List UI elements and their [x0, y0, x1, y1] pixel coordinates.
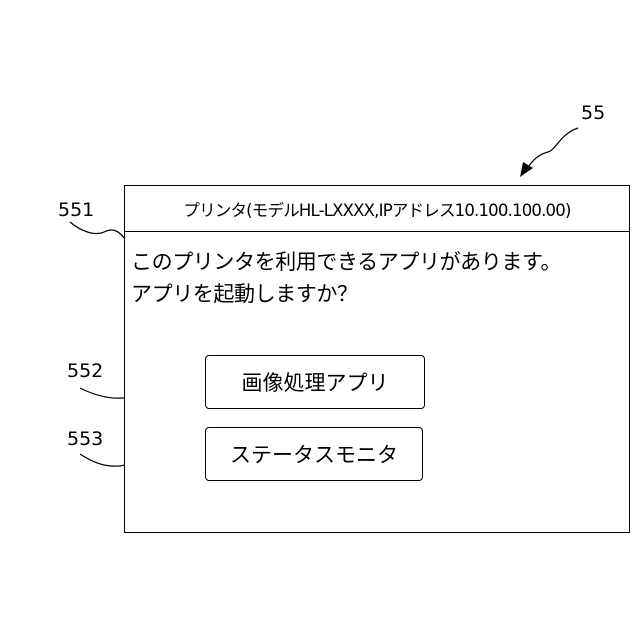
dialog-title-bar: プリンタ(モデルHL-LXXXX,IPアドレス10.100.100.00) [125, 186, 629, 232]
message-line-1: このプリンタを利用できるアプリがあります。 [131, 246, 625, 278]
printer-dialog-screen: プリンタ(モデルHL-LXXXX,IPアドレス10.100.100.00) この… [124, 185, 630, 533]
dialog-title: プリンタ(モデルHL-LXXXX,IPアドレス10.100.100.00) [183, 197, 570, 221]
reference-numeral-552: 552 [67, 362, 103, 381]
image-processing-app-button[interactable]: 画像処理アプリ [205, 355, 425, 409]
dialog-message: このプリンタを利用できるアプリがあります。 アプリを起動しますか？ [131, 246, 625, 310]
reference-numeral-551: 551 [58, 201, 94, 220]
leader-551 [70, 222, 124, 238]
reference-numeral-55: 55 [581, 104, 605, 123]
message-line-2: アプリを起動しますか？ [131, 278, 625, 310]
status-monitor-button[interactable]: ステータスモニタ [205, 427, 423, 481]
arrowhead-55 [520, 162, 533, 177]
leader-55 [526, 128, 578, 170]
reference-numeral-553: 553 [67, 430, 103, 449]
